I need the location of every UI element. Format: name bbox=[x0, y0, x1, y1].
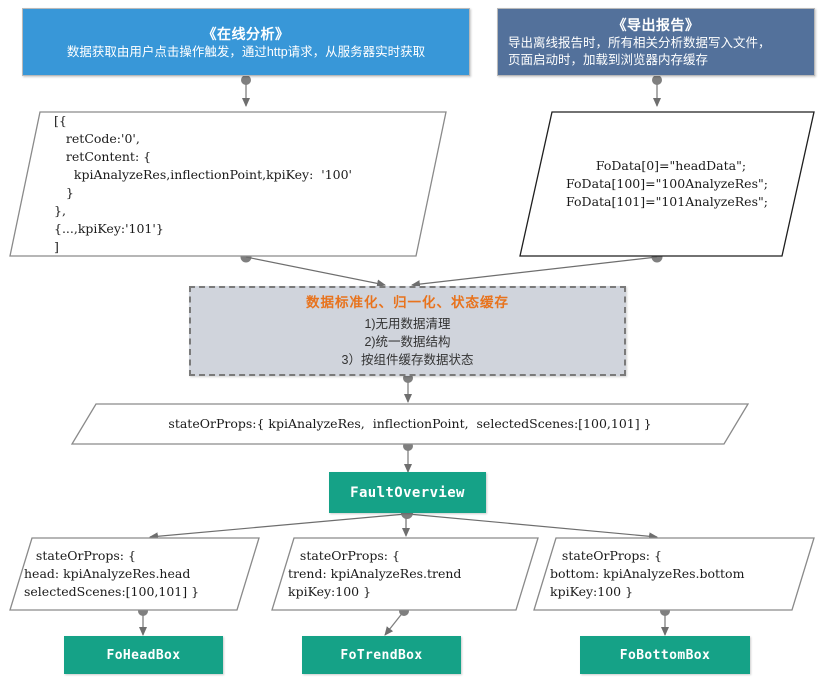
node-normalize-process[interactable]: 数据标准化、归一化、状态缓存 1)无用数据清理 2)统一数据结构 3）按组件缓存… bbox=[189, 286, 626, 376]
export-report-title: 《导出报告》 bbox=[612, 17, 700, 33]
export-payload-text: FoData[0]="headData"; FoData[100]="100An… bbox=[518, 110, 816, 258]
normalize-step: 2)统一数据结构 bbox=[364, 335, 451, 349]
export-payload-line: FoData[0]="headData"; bbox=[587, 158, 747, 173]
edge-faultoverview-to-head bbox=[149, 513, 407, 541]
state-props-bottom-text: stateOrProps: { bottom: kpiAnalyzeRes.bo… bbox=[532, 536, 820, 612]
node-fo-trend-box[interactable]: FoTrendBox bbox=[302, 636, 461, 674]
state-props-bottom-line: bottom: kpiAnalyzeRes.bottom bbox=[550, 566, 745, 581]
online-payload-line: [{ bbox=[54, 113, 67, 128]
fault-overview-label: FaultOverview bbox=[350, 484, 465, 501]
node-state-props-head[interactable]: stateOrProps: { head: kpiAnalyzeRes.head… bbox=[8, 536, 261, 612]
export-payload-shape bbox=[519, 111, 815, 257]
edge-faultoverview-to-bottom bbox=[407, 513, 658, 541]
export-report-body-line-2: 页面启动时，加载到浏览器内存缓存 bbox=[508, 53, 709, 67]
node-export-report[interactable]: 《导出报告》 导出离线报告时，所有相关分析数据写入文件， 页面启动时，加载到浏览… bbox=[497, 8, 815, 76]
online-payload-text: [{ retCode:'0', retContent: { kpiAnalyze… bbox=[8, 110, 494, 258]
state-props-bottom-shape bbox=[533, 537, 815, 611]
state-props-main-line: stateOrProps:{ kpiAnalyzeRes, inflection… bbox=[168, 416, 652, 431]
state-props-main-text: stateOrProps:{ kpiAnalyzeRes, inflection… bbox=[70, 402, 750, 446]
online-payload-line: } bbox=[54, 185, 74, 200]
online-payload-line: retCode:'0', bbox=[54, 131, 140, 146]
node-state-props-main[interactable]: stateOrProps:{ kpiAnalyzeRes, inflection… bbox=[70, 402, 750, 446]
online-payload-line: }, bbox=[54, 203, 66, 218]
node-export-payload[interactable]: FoData[0]="headData"; FoData[100]="100An… bbox=[518, 110, 816, 258]
state-props-head-line: head: kpiAnalyzeRes.head bbox=[24, 566, 191, 581]
state-props-trend-line: trend: kpiAnalyzeRes.trend bbox=[288, 566, 462, 581]
node-state-props-trend[interactable]: stateOrProps: { trend: kpiAnalyzeRes.tre… bbox=[270, 536, 540, 612]
fo-head-box-label: FoHeadBox bbox=[106, 647, 181, 663]
state-props-head-text: stateOrProps: { head: kpiAnalyzeRes.head… bbox=[8, 536, 277, 612]
online-payload-shape bbox=[9, 111, 447, 257]
state-props-trend-text: stateOrProps: { trend: kpiAnalyzeRes.tre… bbox=[270, 536, 558, 612]
state-props-head-shape bbox=[9, 537, 260, 611]
state-props-trend-line: kpiKey:100 } bbox=[288, 584, 372, 599]
online-payload-line: kpiAnalyzeRes,inflectionPoint,kpiKey: '1… bbox=[54, 167, 352, 182]
export-payload-line: FoData[101]="101AnalyzeRes"; bbox=[566, 194, 768, 209]
state-props-main-shape bbox=[70, 403, 750, 445]
normalize-title: 数据标准化、归一化、状态缓存 bbox=[306, 295, 509, 310]
fo-bottom-box-label: FoBottomBox bbox=[619, 647, 711, 663]
state-props-head-line: stateOrProps: { bbox=[24, 548, 136, 563]
state-props-bottom-line: kpiKey:100 } bbox=[550, 584, 634, 599]
edge-online-to-payload bbox=[241, 75, 251, 107]
online-payload-line: {...,kpiKey:'101'} bbox=[54, 221, 164, 236]
state-props-trend-shape bbox=[271, 537, 539, 611]
export-report-body-line-1: 导出离线报告时，所有相关分析数据写入文件， bbox=[508, 36, 771, 50]
online-payload-line: ] bbox=[54, 239, 59, 254]
state-props-trend-line: stateOrProps: { bbox=[288, 548, 400, 563]
edge-export-to-payload bbox=[652, 75, 662, 107]
online-analysis-title: 《在线分析》 bbox=[202, 25, 290, 42]
node-online-payload[interactable]: [{ retCode:'0', retContent: { kpiAnalyze… bbox=[8, 110, 448, 258]
state-props-bottom-line: stateOrProps: { bbox=[550, 548, 662, 563]
node-fo-bottom-box[interactable]: FoBottomBox bbox=[580, 636, 750, 674]
node-fault-overview[interactable]: FaultOverview bbox=[329, 472, 486, 513]
node-state-props-bottom[interactable]: stateOrProps: { bottom: kpiAnalyzeRes.bo… bbox=[532, 536, 816, 612]
fo-trend-box-label: FoTrendBox bbox=[340, 647, 423, 663]
node-online-analysis[interactable]: 《在线分析》 数据获取由用户点击操作触发，通过http请求，从服务器实时获取 bbox=[22, 8, 470, 76]
export-payload-line: FoData[100]="100AnalyzeRes"; bbox=[566, 176, 768, 191]
online-analysis-body: 数据获取由用户点击操作触发，通过http请求，从服务器实时获取 bbox=[66, 44, 426, 59]
node-fo-head-box[interactable]: FoHeadBox bbox=[64, 636, 223, 674]
online-payload-line: retContent: { bbox=[54, 149, 152, 164]
normalize-step: 1)无用数据清理 bbox=[364, 317, 451, 331]
normalize-step: 3）按组件缓存数据状态 bbox=[341, 353, 474, 367]
state-props-head-line: selectedScenes:[100,101] } bbox=[24, 584, 200, 599]
edge-normalize-to-stateprops bbox=[403, 373, 413, 403]
